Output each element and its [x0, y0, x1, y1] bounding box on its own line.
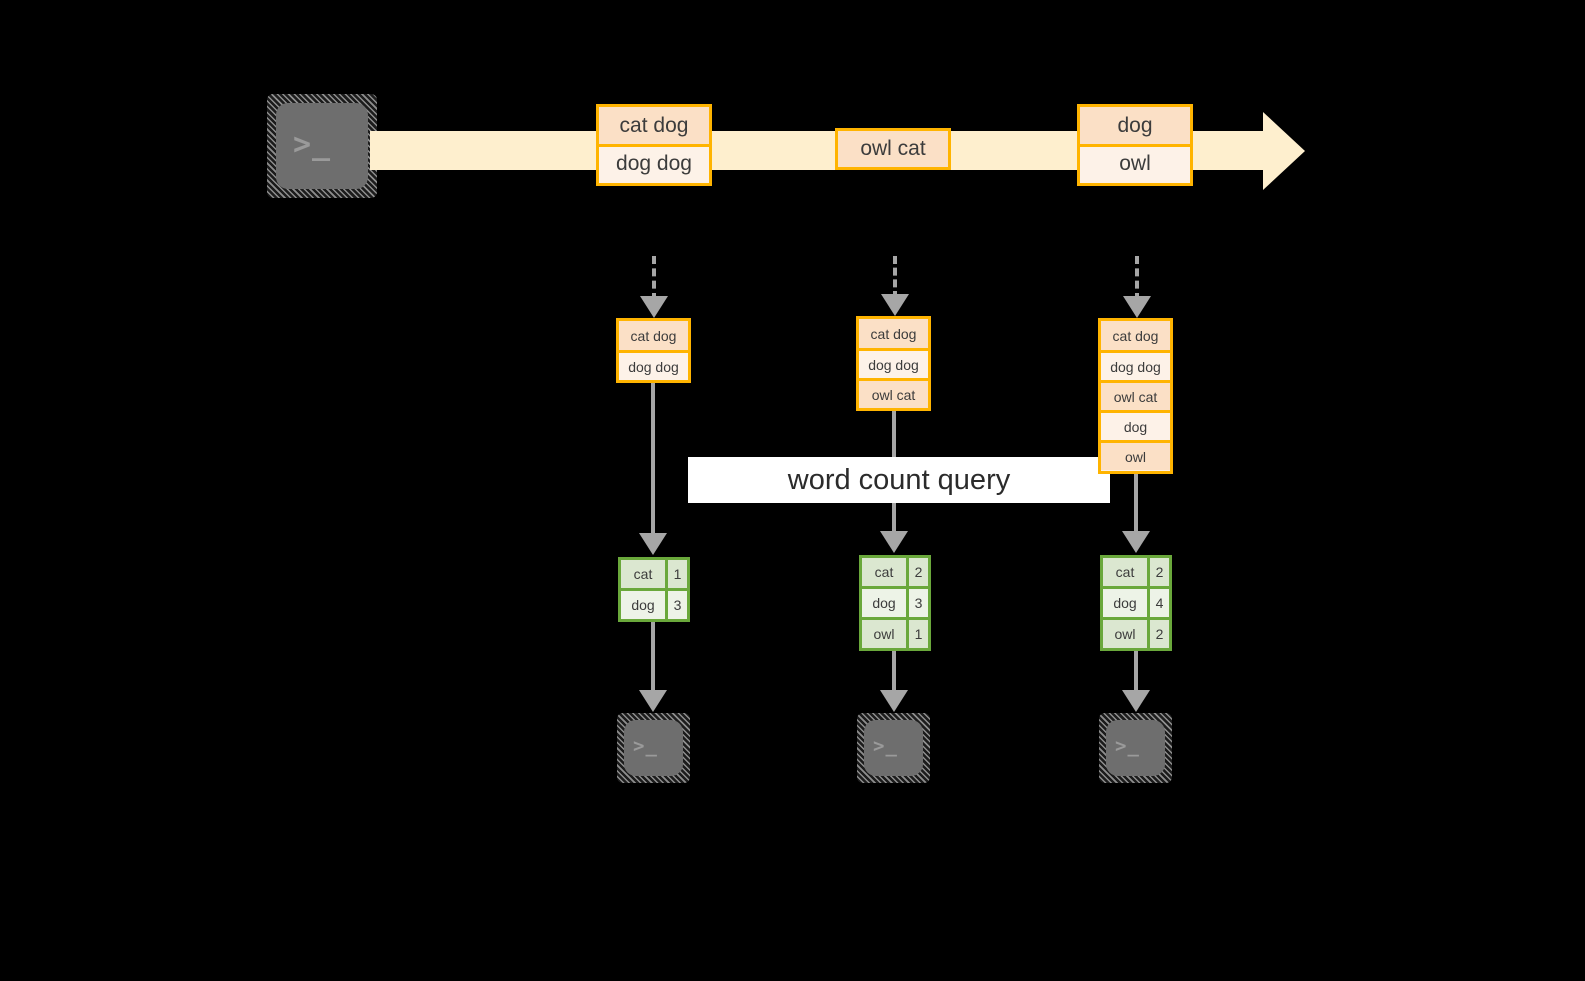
snapshot-3-input-row: dog dog	[1101, 350, 1170, 380]
terminal-prompt-glyph: >_	[633, 735, 658, 757]
result-count-cell: 2	[1150, 558, 1169, 586]
snapshot-2-sink-terminal-icon: >_	[857, 713, 930, 783]
snapshot-1-input-row: cat dog	[619, 321, 688, 350]
snapshot-3-input-row: cat dog	[1101, 321, 1170, 350]
stream-event-3-line-2: owl	[1080, 144, 1190, 180]
terminal-prompt-glyph: >_	[1115, 735, 1140, 757]
snapshot-3-query-line	[1134, 474, 1138, 536]
snapshot-1-sink-line	[651, 620, 655, 695]
snapshot-3-query-arrowhead	[1122, 531, 1150, 553]
snapshot-3-sink-terminal-icon: >_	[1099, 713, 1172, 783]
table-row: cat 2	[862, 558, 928, 586]
snapshot-1-sink-arrowhead	[639, 690, 667, 712]
snapshot-2-query-arrowhead	[880, 531, 908, 553]
result-word-cell: cat	[862, 558, 909, 586]
snapshot-3-trigger-line	[1135, 256, 1139, 301]
stream-event-1-line-1: cat dog	[599, 107, 709, 144]
stream-event-2-line-1: owl cat	[838, 131, 948, 167]
table-row: owl 1	[862, 617, 928, 648]
query-label-band: word count query	[688, 457, 1110, 503]
result-word-cell: cat	[621, 560, 668, 588]
snapshot-3-input-row: dog	[1101, 410, 1170, 440]
result-word-cell: cat	[1103, 558, 1150, 586]
result-word-cell: dog	[1103, 589, 1150, 617]
table-row: dog 3	[862, 586, 928, 617]
snapshot-1-input-table: cat dog dog dog	[616, 318, 691, 383]
result-count-cell: 2	[1150, 620, 1169, 648]
snapshot-3-sink-arrowhead	[1122, 690, 1150, 712]
snapshot-3-trigger-arrowhead	[1123, 296, 1151, 318]
snapshot-1-query-arrowhead	[639, 533, 667, 555]
snapshot-2-trigger-line	[893, 256, 897, 299]
table-row: cat 2	[1103, 558, 1169, 586]
snapshot-1-result-table: cat 1 dog 3	[618, 557, 690, 622]
result-count-cell: 1	[909, 620, 928, 648]
snapshot-3-input-row: owl cat	[1101, 380, 1170, 410]
snapshot-3-input-table: cat dog dog dog owl cat dog owl	[1098, 318, 1173, 474]
stream-event-2: owl cat	[835, 128, 951, 170]
snapshot-1-trigger-arrowhead	[640, 296, 668, 318]
snapshot-2-input-table: cat dog dog dog owl cat	[856, 316, 931, 411]
stream-event-3: dog owl	[1077, 104, 1193, 186]
result-count-cell: 3	[909, 589, 928, 617]
snapshot-1-input-row: dog dog	[619, 350, 688, 380]
stream-event-3-line-1: dog	[1080, 107, 1190, 144]
snapshot-2-sink-arrowhead	[880, 690, 908, 712]
table-row: dog 4	[1103, 586, 1169, 617]
snapshot-2-input-row: dog dog	[859, 348, 928, 378]
snapshot-1-sink-terminal-icon: >_	[617, 713, 690, 783]
snapshot-1-query-line	[651, 383, 655, 538]
table-row: cat 1	[621, 560, 687, 588]
terminal-face	[624, 720, 683, 776]
result-word-cell: owl	[862, 620, 909, 648]
table-row: dog 3	[621, 588, 687, 619]
snapshot-1-trigger-line	[652, 256, 656, 301]
snapshot-2-trigger-arrowhead	[881, 294, 909, 316]
terminal-prompt-glyph: >_	[293, 127, 332, 162]
terminal-prompt-glyph: >_	[873, 735, 898, 757]
input-stream-arrowhead	[1263, 112, 1305, 190]
terminal-face	[864, 720, 923, 776]
snapshot-3-result-table: cat 2 dog 4 owl 2	[1100, 555, 1172, 651]
snapshot-2-result-table: cat 2 dog 3 owl 1	[859, 555, 931, 651]
query-label-text: word count query	[787, 463, 1011, 496]
snapshot-3-input-row: owl	[1101, 440, 1170, 470]
result-word-cell: dog	[862, 589, 909, 617]
stream-event-1-line-2: dog dog	[599, 144, 709, 180]
table-row: owl 2	[1103, 617, 1169, 648]
snapshot-2-input-row: cat dog	[859, 319, 928, 348]
snapshot-2-sink-line	[892, 650, 896, 695]
terminal-face	[1106, 720, 1165, 776]
result-count-cell: 2	[909, 558, 928, 586]
result-word-cell: owl	[1103, 620, 1150, 648]
stream-event-1: cat dog dog dog	[596, 104, 712, 186]
result-count-cell: 4	[1150, 589, 1169, 617]
snapshot-2-input-row: owl cat	[859, 378, 928, 408]
source-terminal-icon: >_	[267, 94, 377, 198]
result-count-cell: 1	[668, 560, 687, 588]
result-count-cell: 3	[668, 591, 687, 619]
result-word-cell: dog	[621, 591, 668, 619]
snapshot-3-sink-line	[1134, 650, 1138, 695]
terminal-face	[276, 103, 368, 189]
